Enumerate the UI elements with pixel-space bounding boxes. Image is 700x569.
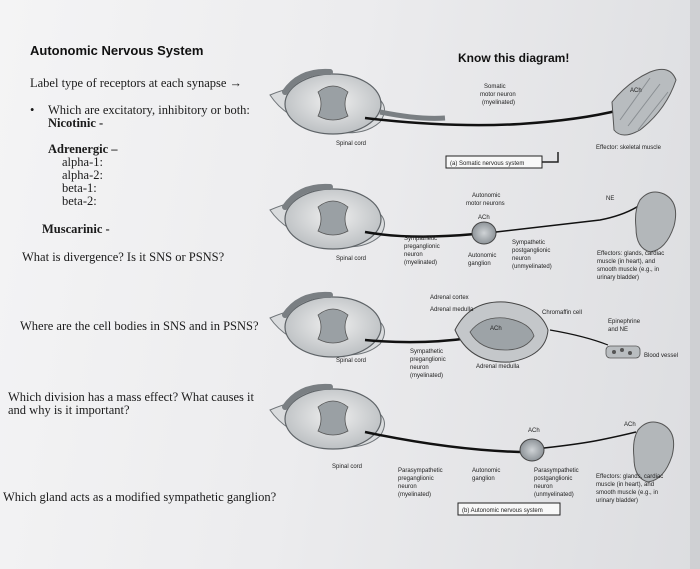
adrenal-medulla-label: Adrenal medulla bbox=[430, 307, 474, 313]
autonomic-motor-label-l2: motor neurons bbox=[466, 201, 505, 207]
sympathetic-post-label-l2: postganglionic bbox=[512, 248, 550, 254]
alpha2-label: alpha-2: bbox=[62, 168, 103, 182]
effectors-label-2-l2: muscle (in heart), and bbox=[597, 259, 655, 265]
somatic-neuron-label-l2: motor neuron bbox=[480, 92, 516, 98]
adrenal-medulla-label-2: Adrenal medulla bbox=[476, 364, 520, 370]
worksheet-title: Autonomic Nervous System bbox=[30, 43, 204, 58]
heart-effector-icon-2 bbox=[633, 421, 675, 483]
bullet-mark: • bbox=[30, 103, 35, 117]
adrenal-cortex-label: Adrenal cortex bbox=[430, 295, 469, 301]
beta2-label: beta-2: bbox=[62, 194, 97, 208]
somatic-neuron-label-l3: (myelinated) bbox=[482, 100, 515, 106]
skeletal-muscle-icon bbox=[611, 68, 677, 136]
sympathetic-preganglionic-axon bbox=[364, 230, 476, 238]
ach-label-para-2: ACh bbox=[624, 422, 636, 428]
heart-effector-icon bbox=[635, 191, 677, 253]
ach-label-sympathetic: ACh bbox=[478, 215, 490, 221]
spinal-cord-label-2: Spinal cord bbox=[336, 256, 366, 262]
somatic-panel bbox=[269, 68, 677, 136]
question-gland: Which gland acts as a modified sympathet… bbox=[3, 490, 277, 504]
sympathetic-post-label-l4: (unmyelinated) bbox=[512, 264, 552, 270]
sympathetic-post-label-l1: Sympathetic bbox=[512, 240, 545, 246]
adrenal-pre-label-l4: (myelinated) bbox=[410, 373, 443, 379]
somatic-motor-axon bbox=[364, 108, 621, 127]
parasympathetic-preganglionic-axon bbox=[364, 430, 521, 454]
effectors-label-2-l1: Effectors: glands, cardiac bbox=[597, 251, 664, 257]
spinal-cord-label-4: Spinal cord bbox=[332, 464, 362, 470]
adrenal-panel bbox=[269, 291, 641, 363]
effectors-label-4-l1: Effectors: glands, cardiac bbox=[596, 474, 663, 480]
para-post-label-l3: neuron bbox=[534, 484, 553, 490]
blood-vessel-icon bbox=[605, 345, 641, 359]
ne-label: NE bbox=[606, 196, 614, 202]
para-post-label-l2: postganglionic bbox=[534, 476, 572, 482]
para-pre-label-l2: preganglionic bbox=[398, 476, 434, 482]
nicotinic-label: Nicotinic - bbox=[48, 116, 104, 130]
parasympathetic-panel bbox=[269, 383, 675, 483]
effectors-label-4-l3: smooth muscle (e.g., in bbox=[596, 490, 658, 496]
ach-label-somatic: ACh bbox=[630, 88, 642, 94]
parasympathetic-ganglion-icon bbox=[519, 438, 545, 462]
somatic-caption: (a) Somatic nervous system bbox=[450, 161, 524, 167]
page-edge-shadow bbox=[690, 0, 700, 569]
ganglion-label-4-l1: Autonomic bbox=[472, 468, 500, 474]
adrenergic-label: Adrenergic – bbox=[48, 142, 118, 156]
question-cell-bodies: Where are the cell bodies in SNS and in … bbox=[20, 319, 259, 333]
adrenal-pre-label-l1: Sympathetic bbox=[410, 349, 443, 355]
sympathetic-panel bbox=[269, 183, 677, 253]
autonomic-motor-label-l1: Autonomic bbox=[472, 193, 500, 199]
ganglion-label-2-l2: ganglion bbox=[468, 261, 491, 267]
para-pre-label-l4: (myelinated) bbox=[398, 492, 431, 498]
parasympathetic-postganglionic-axon bbox=[543, 431, 637, 449]
beta1-label: beta-1: bbox=[62, 181, 97, 195]
know-diagram-heading: Know this diagram! bbox=[458, 51, 570, 65]
autonomic-caption: (b) Autonomic nervous system bbox=[462, 508, 543, 514]
effectors-label-4-l2: muscle (in heart), and bbox=[596, 482, 654, 488]
adrenal-pre-label-l3: neuron bbox=[410, 365, 429, 371]
epinephrine-label-l1: Epinephrine bbox=[608, 319, 641, 325]
muscarinic-label: Muscarinic - bbox=[42, 222, 110, 236]
receptor-instruction: Label type of receptors at each synapse … bbox=[30, 76, 243, 90]
ach-label-para-1: ACh bbox=[528, 428, 540, 434]
effectors-label-2-l4: urinary bladder) bbox=[597, 275, 639, 281]
effectors-label-4-l4: urinary bladder) bbox=[596, 498, 638, 504]
autonomic-ganglion-icon bbox=[471, 221, 497, 245]
para-pre-label-l3: neuron bbox=[398, 484, 417, 490]
sympathetic-pre-label-l1: Sympathetic bbox=[404, 236, 437, 242]
effector-skeletal-label: Effector: skeletal muscle bbox=[596, 145, 662, 151]
sympathetic-pre-label-l2: preganglionic bbox=[404, 244, 440, 250]
blood-vessel-label: Blood vessel bbox=[644, 353, 678, 359]
sympathetic-post-label-l3: neuron bbox=[512, 256, 531, 262]
para-post-label-l1: Parasympathetic bbox=[534, 468, 579, 474]
epinephrine-label-l2: and NE bbox=[608, 327, 628, 333]
spinal-cord-label-1: Spinal cord bbox=[336, 141, 366, 147]
question-mass-effect-line2: and why is it important? bbox=[8, 403, 130, 417]
question-excitatory: Which are excitatory, inhibitory or both… bbox=[48, 103, 250, 117]
spinal-cord-label-3: Spinal cord bbox=[336, 358, 366, 364]
ach-label-adrenal: ACh bbox=[490, 326, 502, 332]
sympathetic-postganglionic-axon bbox=[495, 204, 641, 233]
question-mass-effect-line1: Which division has a mass effect? What c… bbox=[8, 390, 254, 404]
somatic-neuron-label-l1: Somatic bbox=[484, 84, 506, 90]
sympathetic-pre-label-l3: neuron bbox=[404, 252, 423, 258]
chromaffin-label: Chromaffin cell bbox=[542, 310, 582, 316]
ganglion-label-2-l1: Autonomic bbox=[468, 253, 496, 259]
adrenal-pre-label-l2: preganglionic bbox=[410, 357, 446, 363]
para-pre-label-l1: Parasympathetic bbox=[398, 468, 443, 474]
question-divergence: What is divergence? Is it SNS or PSNS? bbox=[22, 250, 225, 264]
sympathetic-pre-label-l4: (myelinated) bbox=[404, 260, 437, 266]
alpha1-label: alpha-1: bbox=[62, 155, 103, 169]
autonomic-caption-box bbox=[457, 502, 561, 516]
para-post-label-l4: (unmyelinated) bbox=[534, 492, 574, 498]
adrenal-preganglionic-axon bbox=[364, 336, 471, 344]
ganglion-label-4-l2: ganglion bbox=[472, 476, 495, 482]
effectors-label-2-l3: smooth muscle (e.g., in bbox=[597, 267, 659, 273]
